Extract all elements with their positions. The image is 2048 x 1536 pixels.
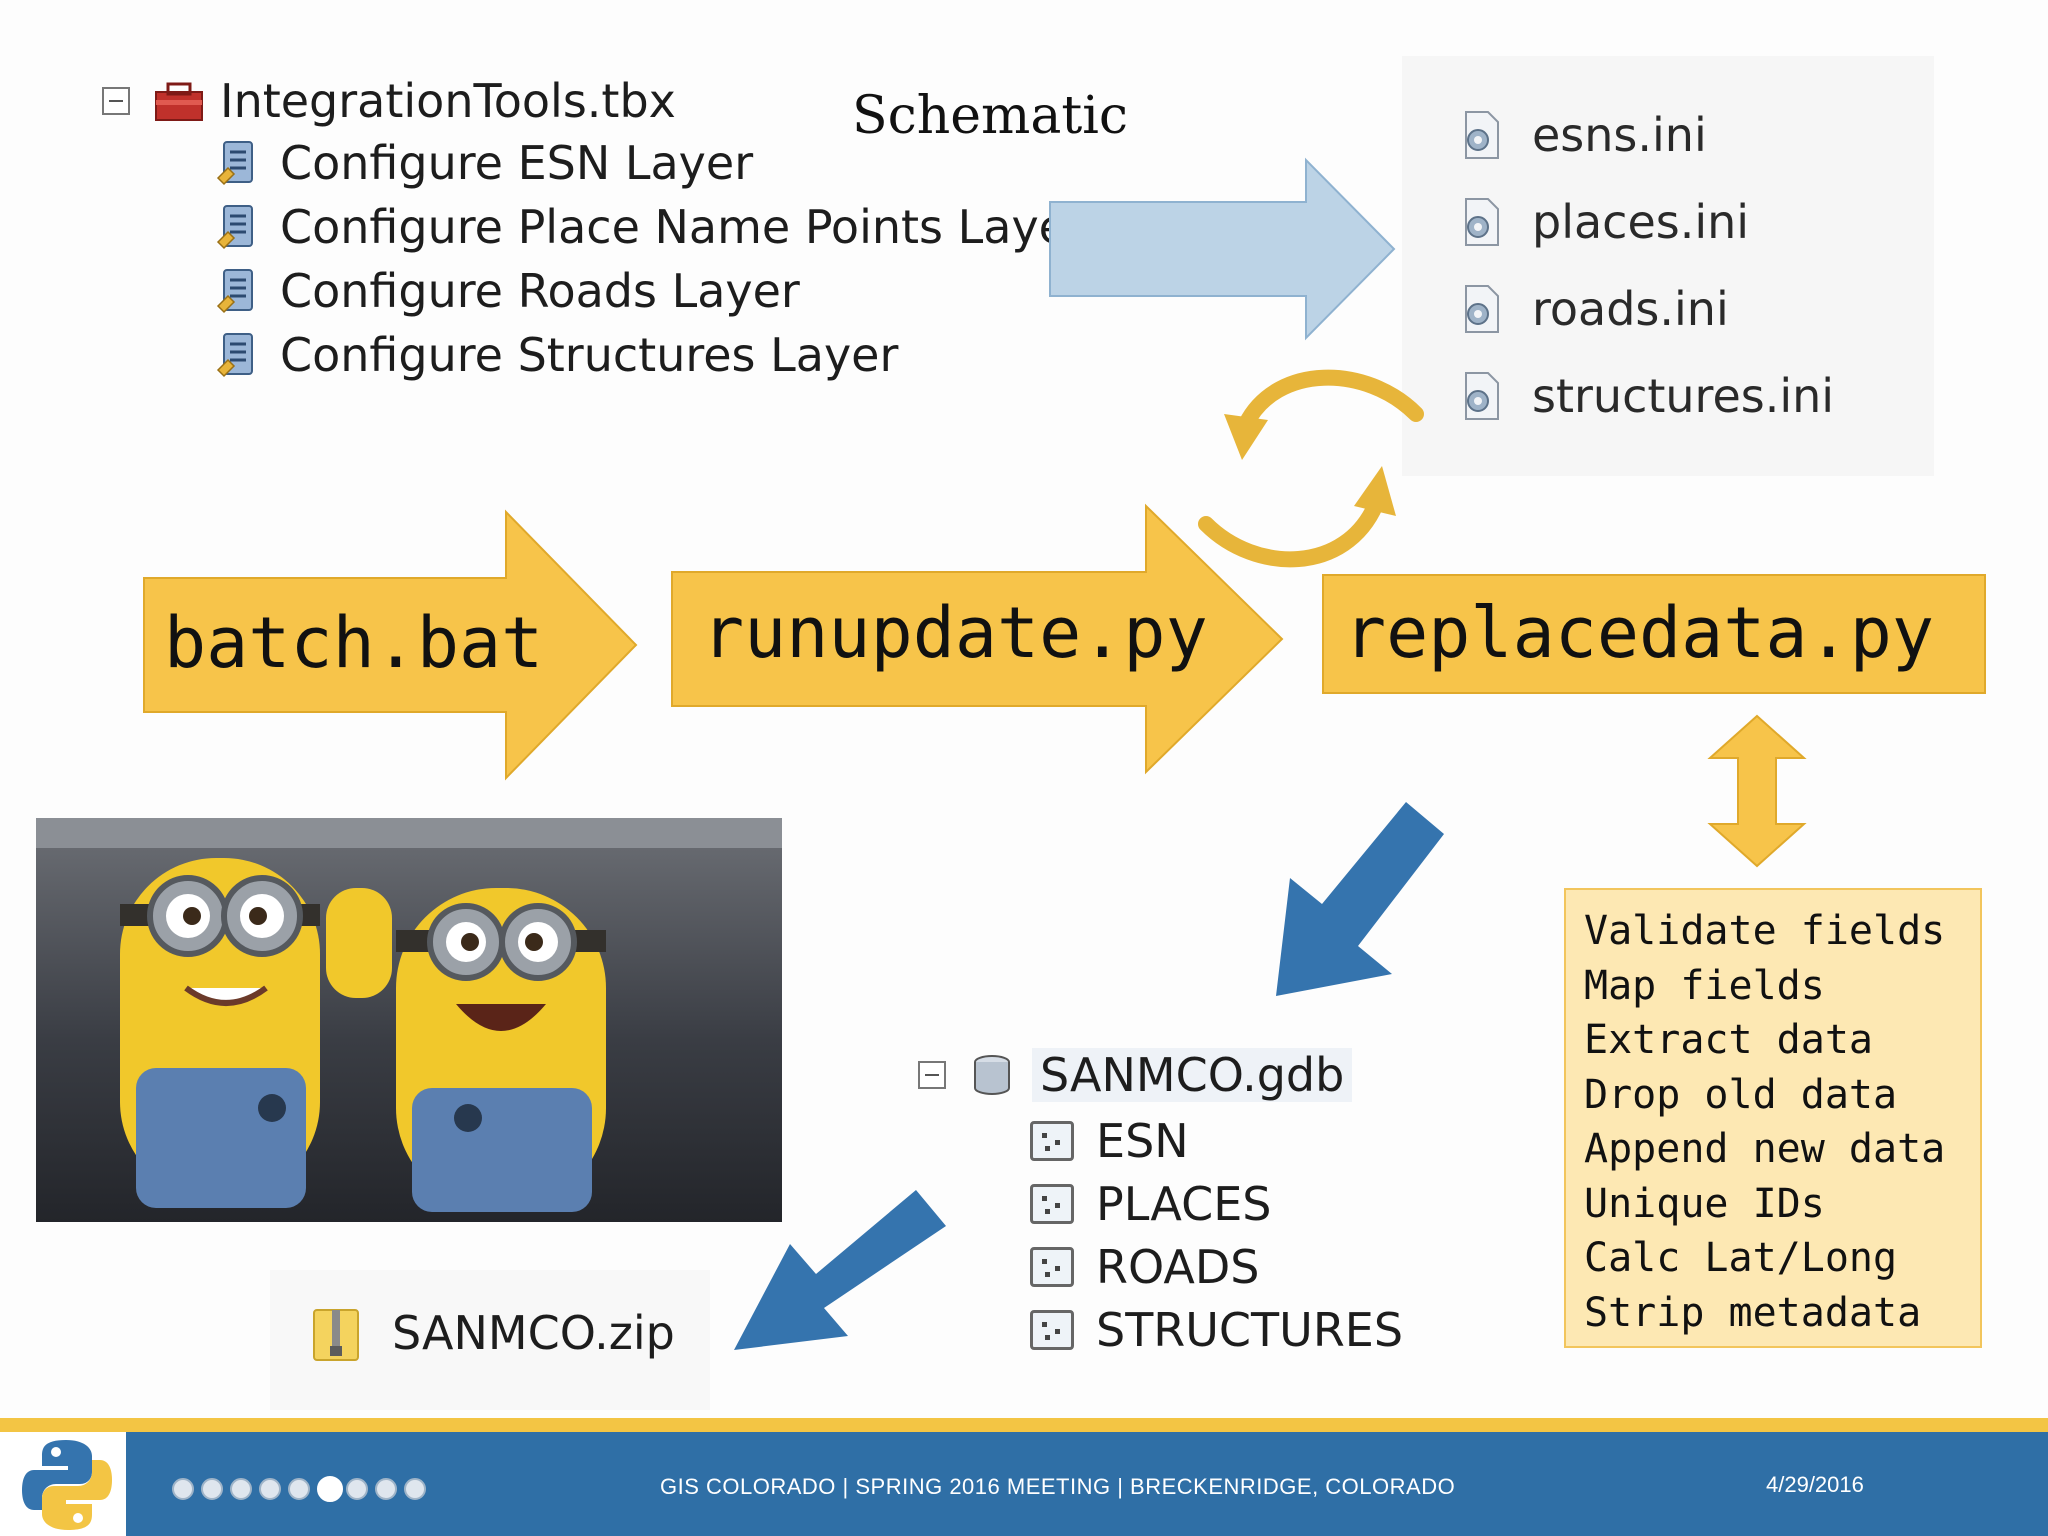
script-tool-icon [216,333,253,378]
footer-date: 4/29/2016 [1766,1472,1864,1497]
script-tool-item[interactable]: Configure Place Name Points Layer [214,200,1086,254]
batch-arrow [143,509,638,781]
zip-name: SANMCO.zip [392,1306,675,1360]
footer-text: GIS COLORADO | SPRING 2016 MEETING | BRE… [660,1474,1456,1499]
processing-step: Map fields [1584,962,1825,1009]
script-tool-item[interactable]: Configure Structures Layer [214,328,898,382]
feature-class-icon [1030,1247,1074,1287]
config-file-icon [1465,372,1499,420]
progress-dot[interactable] [230,1478,252,1500]
toolbox-node[interactable]: IntegrationTools.tbx [102,74,676,128]
progress-dot[interactable] [404,1478,426,1500]
config-file-icon [1465,198,1499,246]
feature-class-item[interactable]: ESN [1030,1114,1189,1168]
toolbox-icon [155,82,203,121]
flow-step-runupdate: runupdate.py [702,592,1208,674]
progress-dot[interactable] [375,1478,397,1500]
progress-dot[interactable] [259,1478,281,1500]
feature-class-icon [1030,1121,1074,1161]
gdb-name: SANMCO.gdb [1032,1048,1353,1102]
replacedata-box [1322,574,1986,694]
ini-file-name: structures.ini [1532,369,1835,423]
to-zip-arrow [734,1190,946,1350]
script-tool-item[interactable]: Configure ESN Layer [214,136,753,190]
feature-class-name: PLACES [1096,1177,1272,1231]
ini-file-item[interactable]: roads.ini [1460,282,1729,336]
feature-class-icon [1030,1310,1074,1350]
feature-class-name: ESN [1096,1114,1189,1168]
script-tool-icon [216,269,253,314]
script-tool-label: Configure Structures Layer [280,328,899,382]
processing-step: Unique IDs [1584,1180,1825,1227]
config-file-icon [1465,111,1499,159]
processing-step: Validate fields [1584,908,1946,954]
processing-step: Strip metadata [1584,1289,1922,1336]
feature-class-item[interactable]: PLACES [1030,1177,1271,1231]
feature-class-icon [1030,1184,1074,1224]
python-logo-icon [22,1440,112,1530]
config-arrow [1049,157,1396,341]
geodatabase-icon [974,1055,1010,1095]
flow-step-batch: batch.bat [164,602,544,684]
script-tool-label: Configure ESN Layer [280,136,754,190]
progress-dot[interactable] [288,1478,310,1500]
script-tool-label: Configure Roads Layer [280,264,800,318]
zip-folder-icon [313,1309,359,1361]
feature-class-item[interactable]: STRUCTURES [1030,1303,1403,1357]
toolbox-name: IntegrationTools.tbx [220,74,676,128]
processing-step: Drop old data [1584,1071,1898,1118]
ini-file-item[interactable]: structures.ini [1460,369,1834,423]
feature-class-item[interactable]: ROADS [1030,1240,1259,1294]
feature-class-name: ROADS [1096,1240,1260,1294]
progress-dot[interactable] [201,1478,223,1500]
collapse-icon[interactable] [918,1061,946,1089]
ini-file-item[interactable]: esns.ini [1460,108,1707,162]
flow-step-replacedata: replacedata.py [1344,592,1935,674]
progress-dot[interactable] [346,1478,368,1500]
processing-step: Calc Lat/Long [1584,1235,1898,1281]
ini-file-name: esns.ini [1532,108,1707,162]
script-tool-item[interactable]: Configure Roads Layer [214,264,800,318]
processing-step: Append new data [1584,1126,1946,1172]
progress-dot[interactable] [317,1476,343,1502]
to-gdb-arrow [1276,802,1444,996]
ini-file-item[interactable]: places.ini [1460,195,1749,249]
script-tool-icon [216,205,253,250]
feature-class-name: STRUCTURES [1096,1303,1404,1357]
collapse-icon[interactable] [102,87,130,115]
refresh-cycle-icon [1198,369,1424,568]
celebration-image [36,818,782,1222]
schematic-title: Schematic [852,86,1128,146]
config-file-icon [1465,285,1499,333]
ini-file-name: places.ini [1532,195,1750,249]
footer-stripe [0,1418,2048,1432]
ini-file-name: roads.ini [1532,282,1729,336]
runupdate-arrow [671,503,1284,775]
script-tool-icon [216,141,253,186]
zip-file[interactable]: SANMCO.zip [310,1304,675,1362]
processing-step: Extract data [1584,1017,1873,1063]
double-arrow [1707,714,1807,868]
gdb-node[interactable]: SANMCO.gdb [918,1048,1353,1102]
script-tool-label: Configure Place Name Points Layer [280,200,1086,254]
progress-dot[interactable] [172,1478,194,1500]
